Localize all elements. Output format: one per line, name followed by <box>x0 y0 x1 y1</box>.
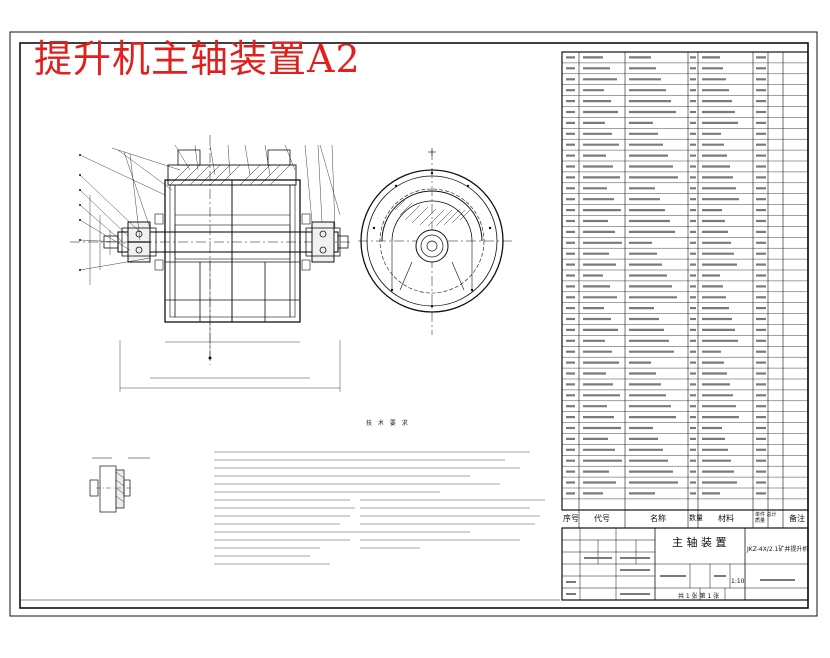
sheet-info: 共 1 张 第 1 张 <box>678 593 720 600</box>
technical-notes-lines <box>214 451 545 565</box>
bill-of-materials <box>561 51 809 529</box>
detail-view <box>89 457 150 513</box>
shaft-assembly-section-view <box>70 135 350 392</box>
drawing-title-overlay: 提升机主轴装置A2 <box>34 37 361 81</box>
drum-side-view <box>358 148 512 335</box>
title-block <box>561 527 809 601</box>
drawing-number: JKZ-4X/2.1矿井提升机 <box>747 546 809 553</box>
bom-col-code: 代号 <box>594 514 610 523</box>
bom-col-name: 名称 <box>650 514 666 523</box>
assembly-name: 主 轴 装 置 <box>672 536 727 549</box>
bom-col-mass: 单件 总计 质量 <box>755 512 777 524</box>
bom-col-material: 材料 <box>718 514 734 523</box>
bom-col-seq: 序号 <box>563 514 579 523</box>
bom-col-remark: 备注 <box>789 514 805 523</box>
outer-frame <box>9 31 818 617</box>
drawing-scale: 1:10 <box>731 578 745 585</box>
bom-col-qty: 数量 <box>689 514 703 522</box>
technical-requirements-heading: 技 术 要 求 <box>366 420 410 427</box>
